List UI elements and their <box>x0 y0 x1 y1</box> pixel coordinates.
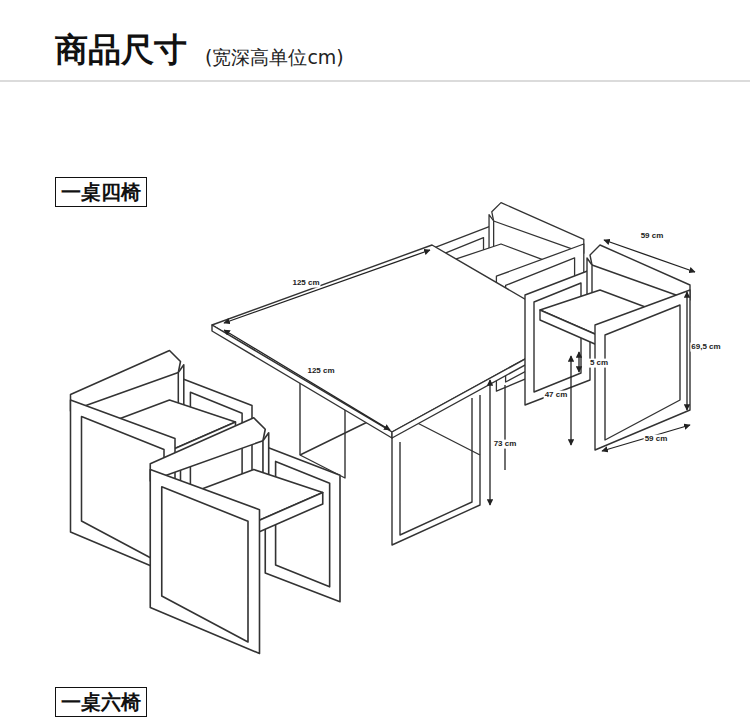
unit-note: (宽深高单位cm) <box>205 46 344 69</box>
dimension-label: 59 cm <box>640 232 665 241</box>
dimension-label: 125 cm <box>291 279 320 288</box>
page-title: 商品尺寸 <box>55 30 187 70</box>
section-label-box: 一桌四椅 <box>55 177 147 207</box>
section-label: 一桌六椅 <box>61 690 141 714</box>
dimension-label: 69,5 cm <box>690 343 721 352</box>
dimension-label: 5 cm <box>589 359 609 368</box>
section-label: 一桌四椅 <box>61 180 141 204</box>
dimension-label: 125 cm <box>306 367 335 376</box>
dimension-label: 73 cm <box>493 440 518 449</box>
dimension-label: 47 cm <box>544 391 569 400</box>
dimension-label: 59 cm <box>644 435 669 444</box>
section-label-box: 一桌六椅 <box>55 687 147 717</box>
